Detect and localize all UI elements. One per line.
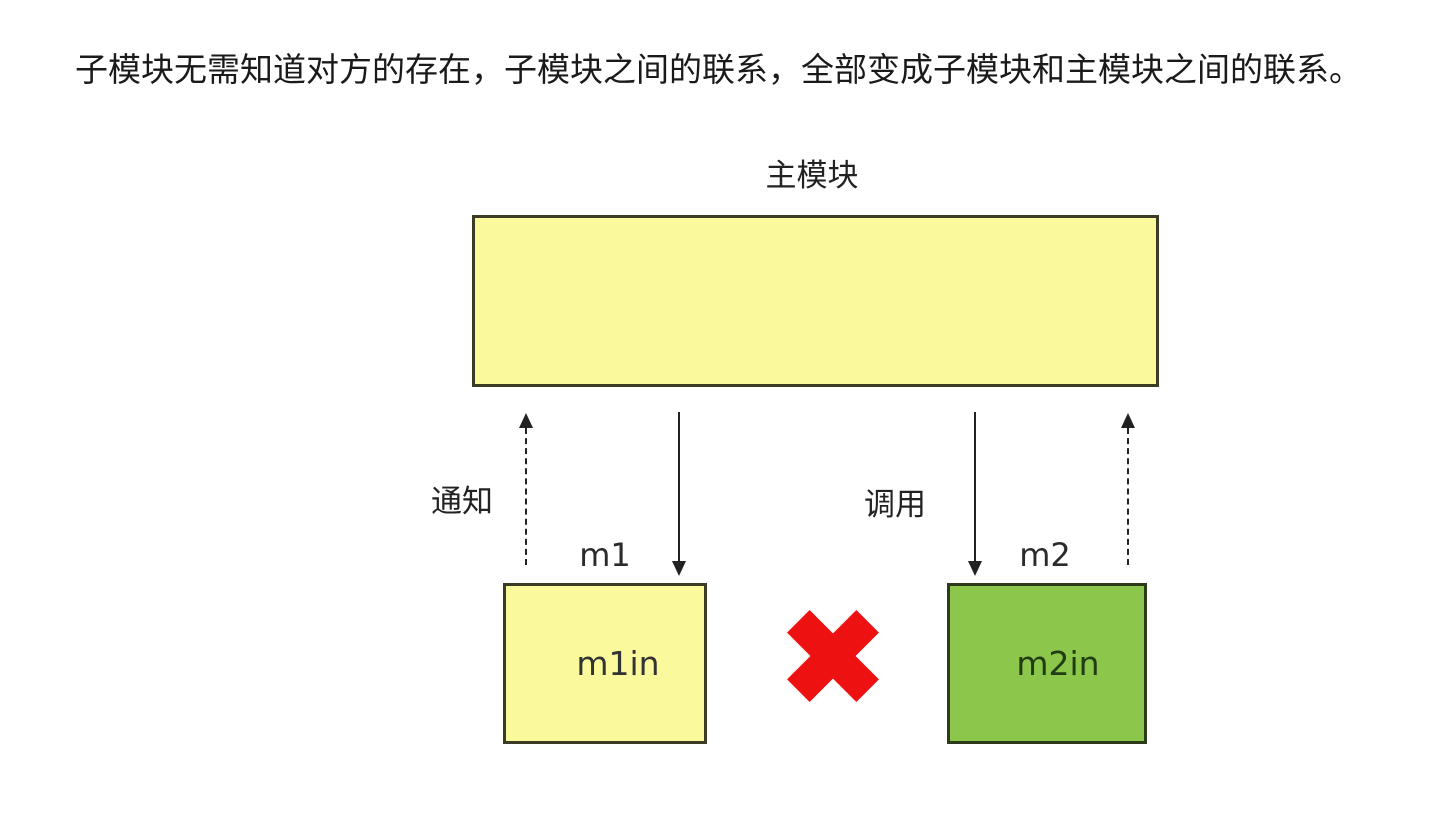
notify-arrow-dashed-up-right: [1121, 413, 1135, 565]
call-label: 调用: [864, 487, 926, 523]
call-arrow-solid-down-left: [672, 412, 686, 576]
m1-inner-label: m1in: [576, 644, 660, 683]
m1-label: m1: [579, 536, 631, 574]
red-cross-icon: [776, 597, 890, 715]
arrow-down-head-icon: [672, 561, 686, 576]
arrow-up-head-icon: [1121, 413, 1135, 428]
m2-inner-label: m2in: [1016, 644, 1100, 683]
solid-line: [974, 412, 976, 561]
m2-module-box: m2in: [947, 583, 1147, 744]
notify-label: 通知: [431, 484, 493, 520]
dashed-line: [525, 428, 527, 565]
arrow-up-head-icon: [519, 413, 533, 428]
arrow-down-head-icon: [968, 561, 982, 576]
solid-line: [678, 412, 680, 561]
caption-text: 子模块无需知道对方的存在，子模块之间的联系，全部变成子模块和主模块之间的联系。: [75, 50, 1362, 89]
m1-module-box: m1in: [503, 583, 707, 744]
notify-arrow-dashed-up: [519, 413, 533, 565]
dashed-line: [1127, 428, 1129, 565]
call-arrow-solid-down-right: [968, 412, 982, 576]
main-module-box: [472, 215, 1159, 387]
main-module-label: 主模块: [765, 158, 859, 194]
m2-label: m2: [1019, 536, 1071, 574]
